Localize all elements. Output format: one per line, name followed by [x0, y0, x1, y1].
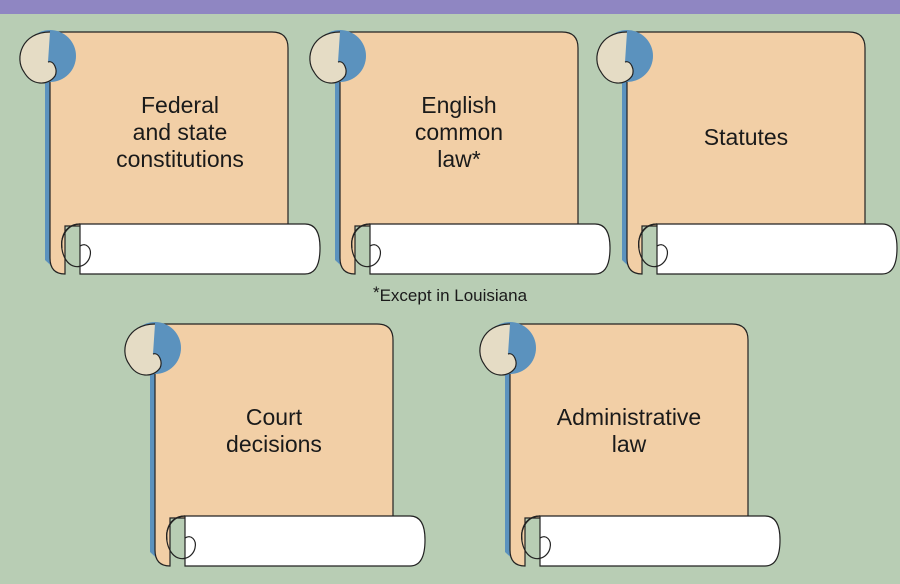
scroll-statutes: Statutes: [587, 26, 898, 276]
scroll-shape: [479, 322, 781, 567]
scroll-shape: [19, 30, 321, 275]
scroll-shape: [596, 30, 898, 275]
footnote-text: Except in Louisiana: [379, 286, 528, 305]
scroll-label: Federal and state constitutions: [116, 92, 244, 172]
scroll-administrative-law: Administrative law: [470, 318, 781, 568]
scroll-label: English common law*: [414, 92, 504, 172]
scroll-court-decisions: Court decisions: [115, 318, 426, 568]
scroll-label: Administrative law: [556, 404, 702, 457]
scroll-federal-state-constitutions: Federal and state constitutions: [10, 26, 321, 276]
scroll-shape: [309, 30, 611, 275]
scroll-shape: [124, 322, 426, 567]
footnote-marker: *: [372, 283, 380, 302]
scroll-label: Statutes: [703, 124, 789, 150]
footnote: *Except in Louisiana: [0, 283, 900, 306]
top-band: [0, 0, 900, 14]
scroll-label: Court decisions: [226, 404, 322, 457]
scroll-english-common-law: English common law*: [300, 26, 611, 276]
